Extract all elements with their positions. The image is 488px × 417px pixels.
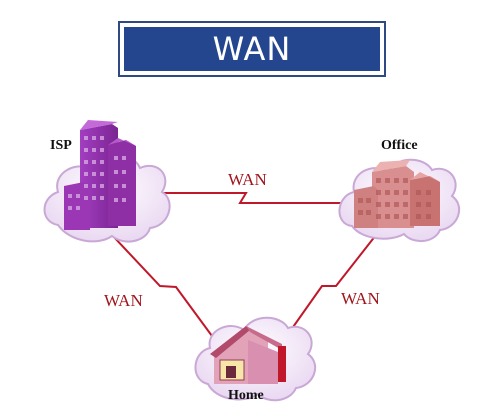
- diagram-title: WAN: [124, 27, 380, 71]
- office-label: Office: [381, 138, 418, 153]
- office-building-icon: [354, 160, 440, 228]
- wan-link-label-left: WAN: [104, 291, 143, 310]
- title-banner: WAN: [118, 21, 386, 77]
- skyscraper-icon: [64, 120, 136, 230]
- isp-label: ISP: [50, 138, 72, 153]
- wan-link-isp-office: [158, 192, 350, 204]
- wan-link-office-home: [285, 234, 377, 338]
- wan-link-label-right: WAN: [341, 289, 380, 308]
- wan-link-label-top: WAN: [228, 170, 267, 189]
- home-label: Home: [228, 388, 264, 403]
- house-icon: [210, 326, 286, 384]
- wan-link-isp-home: [111, 234, 213, 337]
